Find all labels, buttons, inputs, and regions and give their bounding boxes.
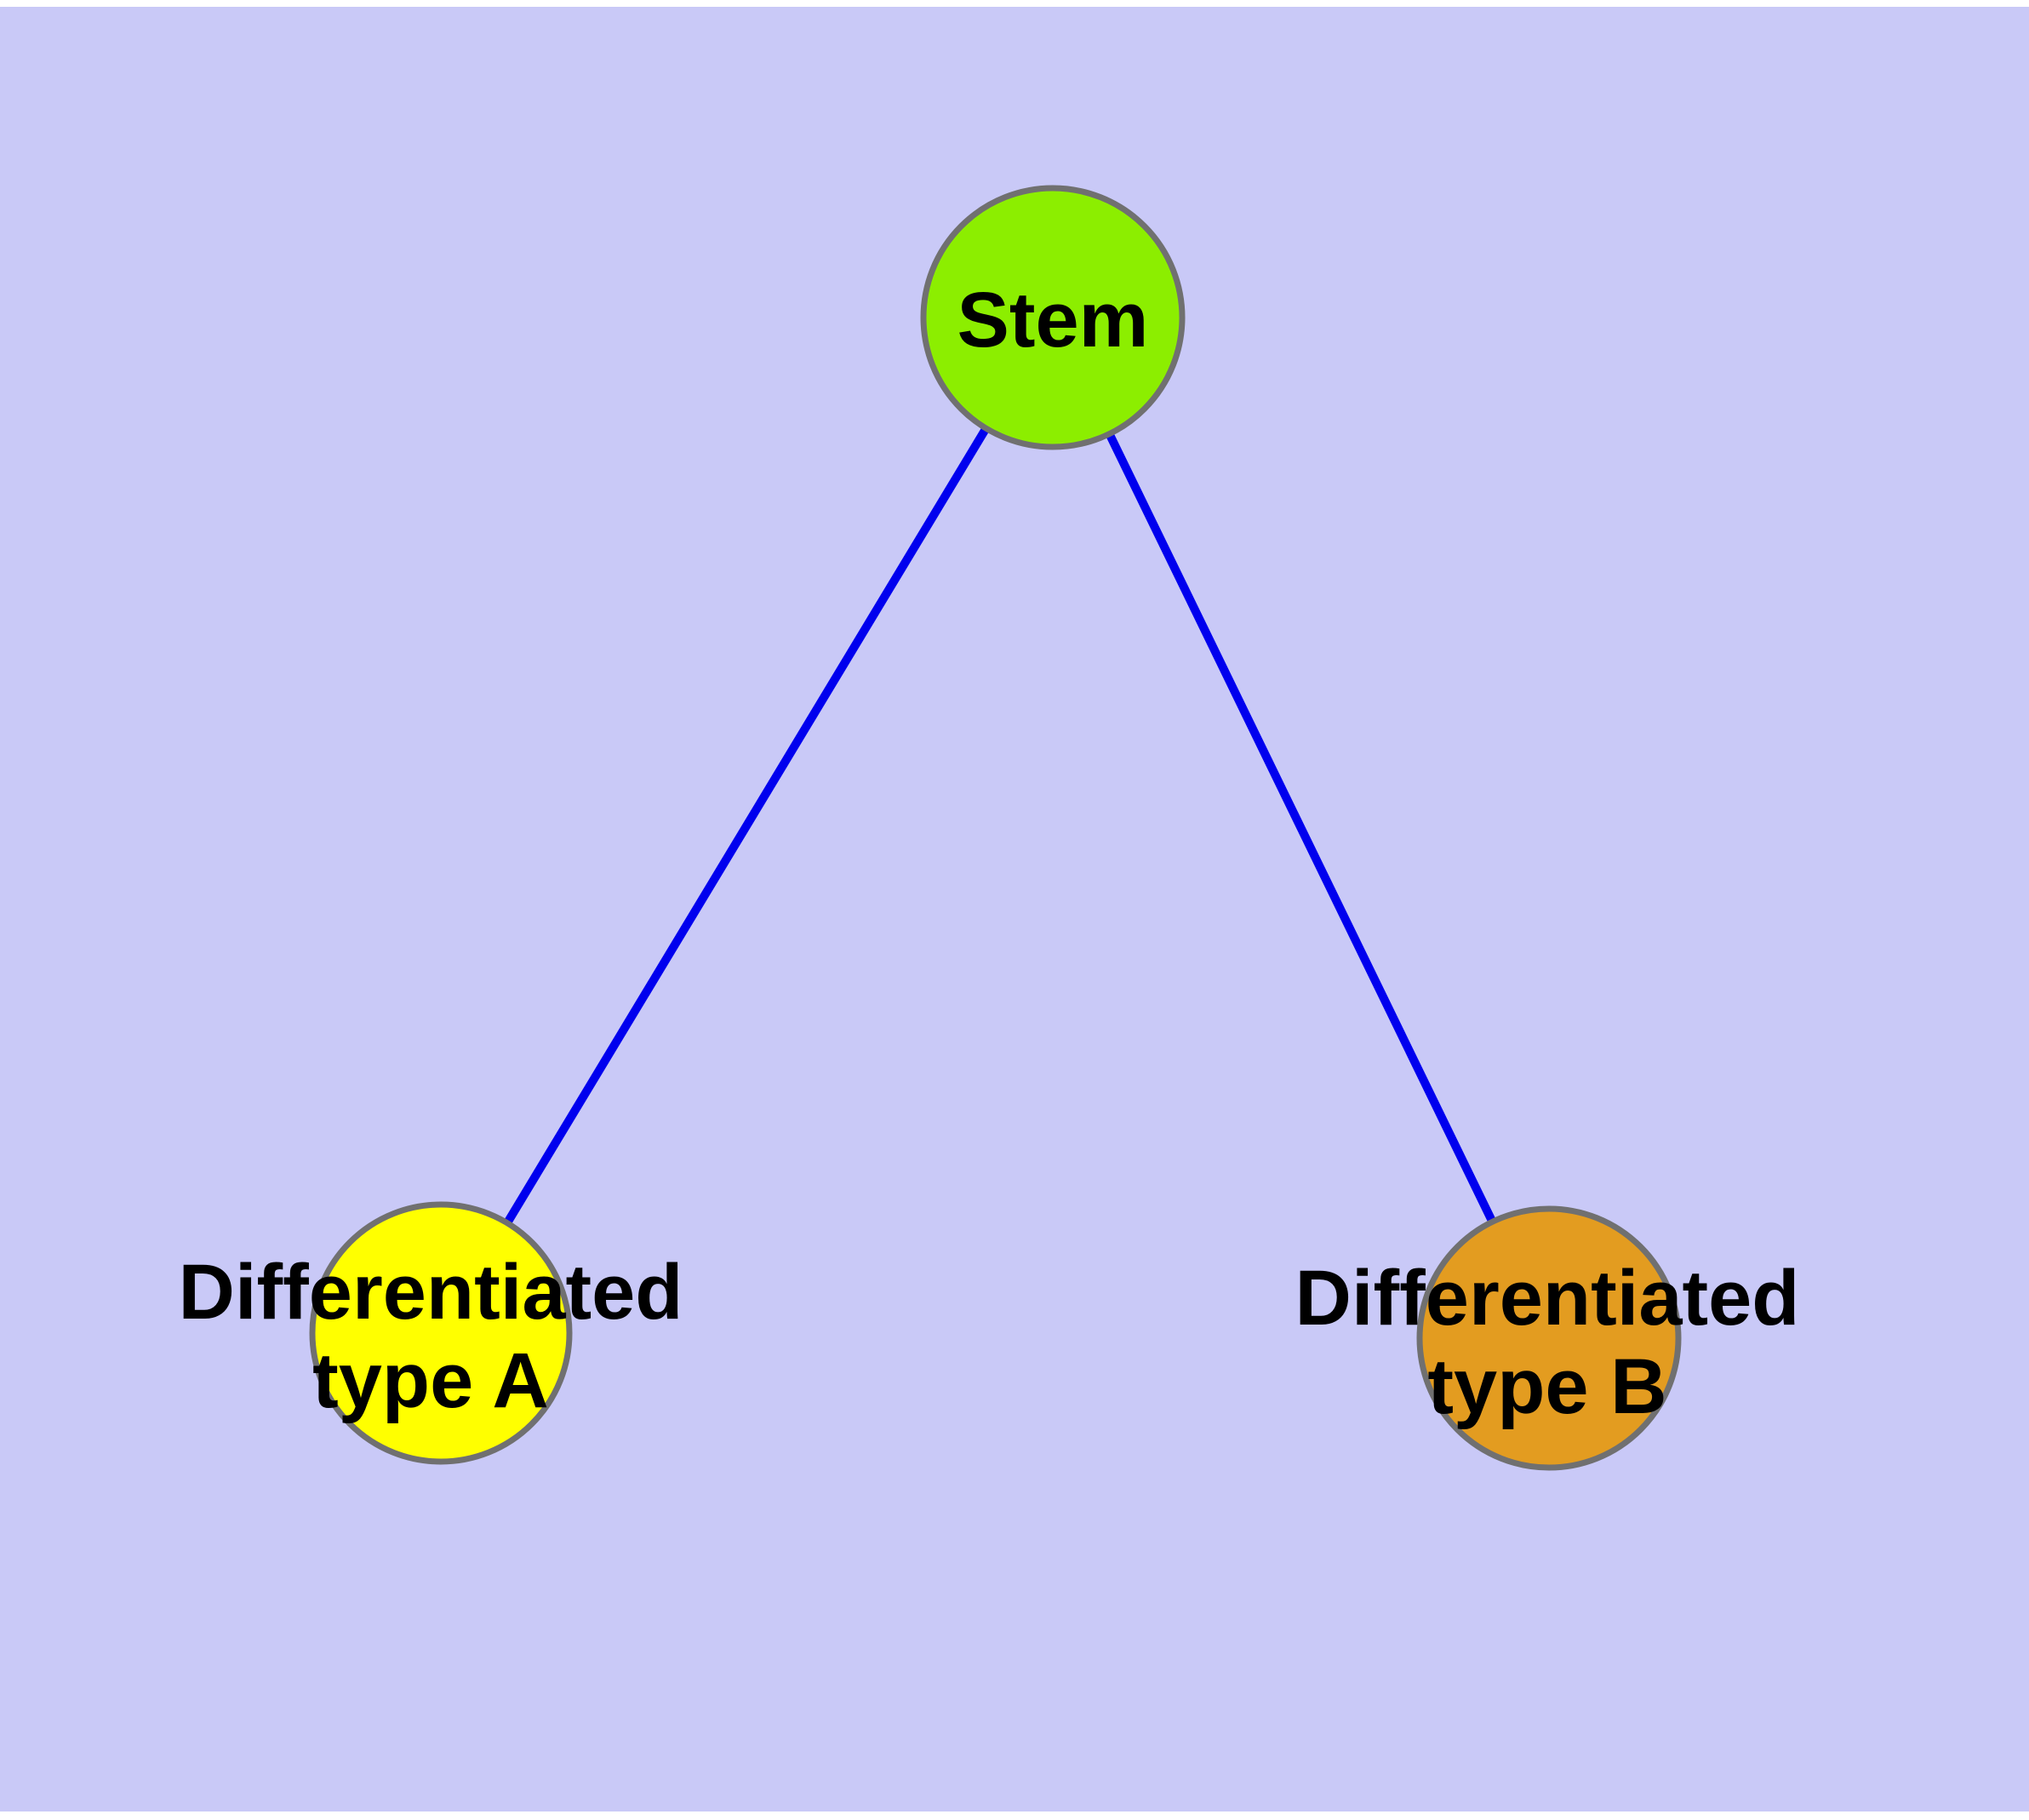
node-type-a-label-line1: Differentiated [179,1249,683,1336]
node-stem-label: Stem [957,277,1149,363]
node-type-a-label-line2: type A [312,1337,549,1424]
node-type-b-label-line2: type B [1427,1343,1666,1430]
node-type-b-circle [1416,1205,1682,1471]
edge-stem-to-type-b [1049,315,1553,1341]
node-type-b-label-line1: Differentiated [1295,1255,1800,1342]
edge-stem-to-type-a [437,315,1057,1336]
node-stem-circle [920,185,1186,450]
node-type-a-circle [309,1201,573,1465]
